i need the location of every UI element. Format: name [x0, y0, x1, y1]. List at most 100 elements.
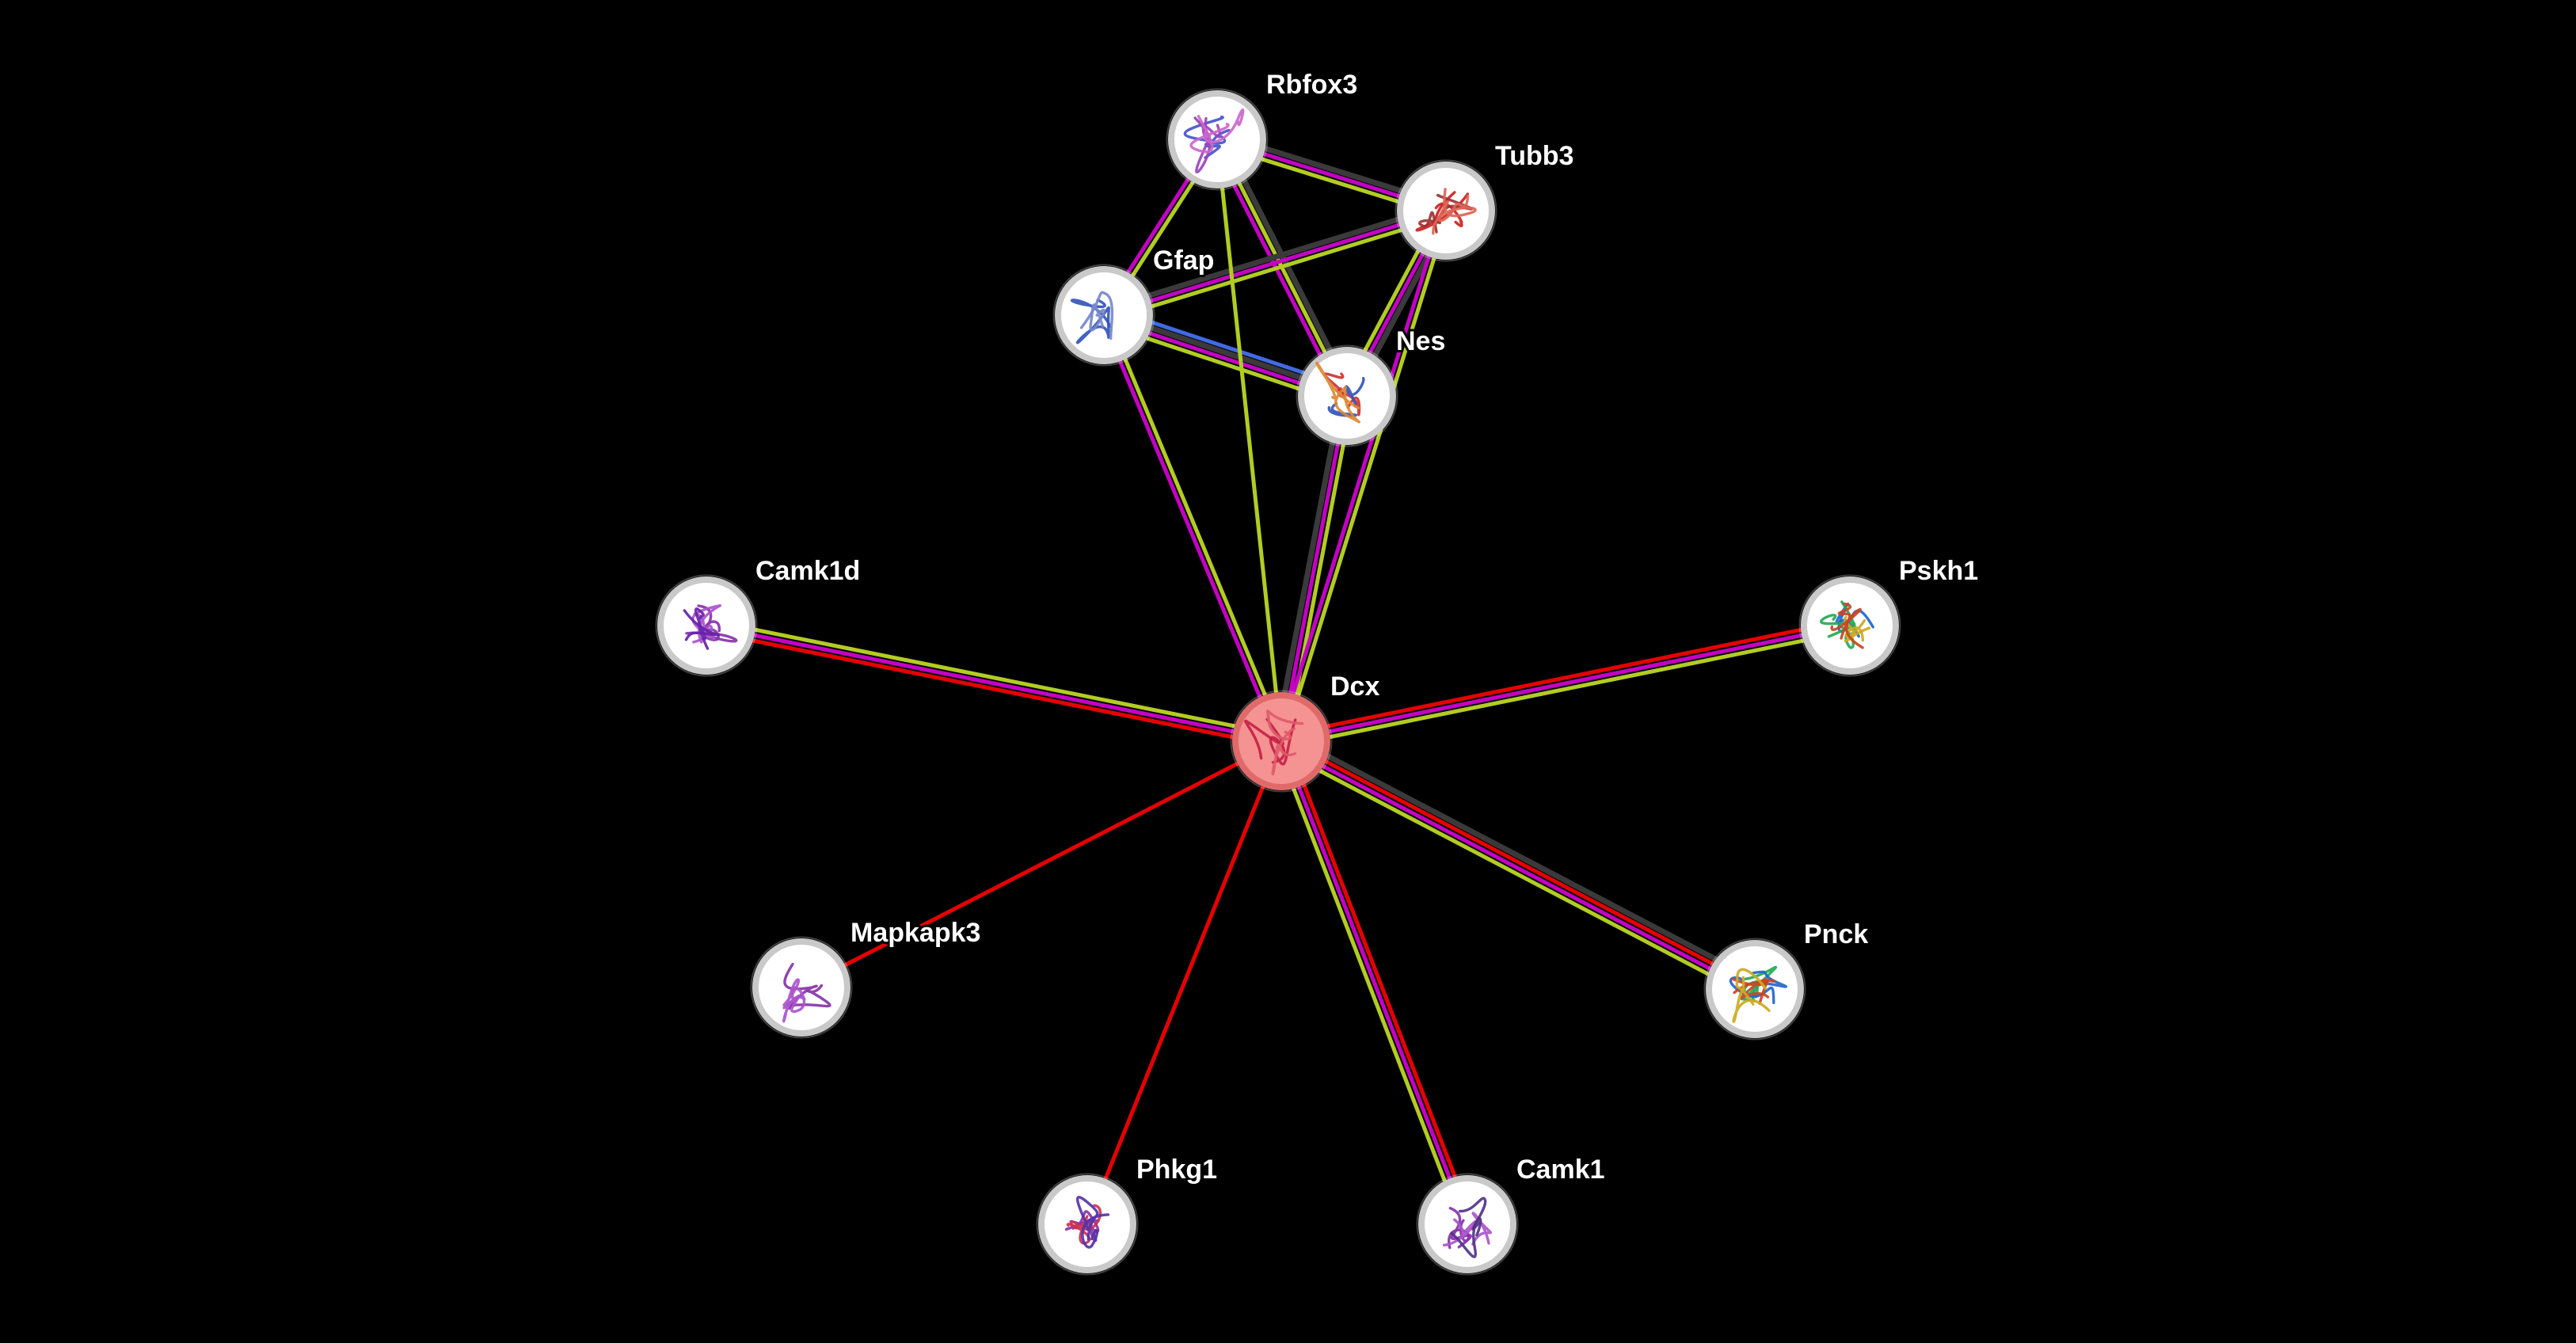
ribbon-stroke	[691, 604, 721, 644]
edge-Dcx-Camk1d[interactable]	[703, 618, 1284, 749]
ribbon-stroke	[1076, 1196, 1099, 1241]
ribbon-stroke	[1418, 211, 1442, 234]
edge-segment-experiments	[1102, 208, 1448, 318]
edge-Dcx-Camk1[interactable]	[1273, 736, 1475, 1229]
node-halo	[1036, 1173, 1139, 1276]
node-halo	[1395, 159, 1497, 262]
edge-segment-experiments	[1279, 623, 1852, 744]
ribbon-stroke	[1345, 377, 1365, 408]
node-label-Pnck: Pnck	[1804, 919, 1868, 949]
ribbon-stroke	[1327, 401, 1358, 417]
ribbon-stroke	[1844, 618, 1866, 642]
protein-structure-thumbnail	[1064, 1196, 1110, 1249]
ribbon-stroke	[1203, 108, 1245, 144]
node-label-Gfap: Gfap	[1153, 245, 1214, 276]
protein-structure-thumbnail	[1729, 965, 1787, 1023]
edge-segment-fusion	[1280, 736, 1759, 989]
protein-structure-thumbnail	[683, 604, 738, 650]
node-label-Nes: Nes	[1396, 326, 1445, 356]
edge-segment-experiments	[1279, 394, 1349, 744]
node-Camk1d[interactable]: Camk1d	[655, 554, 862, 677]
node-Camk1[interactable]: Camk1	[1416, 1152, 1608, 1276]
node-Gfap[interactable]: Gfap	[1052, 243, 1216, 367]
node-Tubb3[interactable]: Tubb3	[1395, 139, 1576, 262]
node-halo	[1703, 938, 1806, 1041]
edge-Dcx-Tubb3[interactable]	[1277, 207, 1451, 744]
node-label-Camk1d: Camk1d	[755, 556, 860, 586]
ribbon-stroke	[1450, 1217, 1482, 1258]
ribbon-stroke	[1752, 970, 1787, 988]
node-Pnck[interactable]: Pnck	[1703, 917, 1870, 1041]
edge-segment-coexpression	[1273, 392, 1345, 744]
ribbon-stroke	[694, 607, 710, 650]
ribbon-stroke	[790, 983, 831, 1008]
node-circle	[1418, 1175, 1516, 1273]
edge-segment-fusion	[1278, 618, 1851, 738]
edge-layer	[703, 131, 1853, 1229]
ribbon-stroke	[1432, 188, 1477, 235]
protein-structure-thumbnail	[1315, 361, 1365, 424]
node-halo	[1296, 344, 1398, 447]
ribbon-stroke	[1269, 718, 1297, 766]
node-halo	[1230, 690, 1333, 793]
node-Rbfox3[interactable]: Rbfox3	[1166, 67, 1360, 191]
ribbon-stroke	[1442, 1218, 1478, 1247]
ribbon-stroke	[1265, 710, 1304, 740]
ribbon-stroke	[1334, 386, 1360, 424]
edge-segment-fusion	[799, 739, 1284, 990]
protein-structure-thumbnail	[1442, 1197, 1492, 1258]
ribbon-stroke	[1075, 306, 1111, 344]
ribbon-stroke	[1089, 303, 1105, 332]
ribbon-stroke	[783, 962, 818, 1010]
edge-Dcx-Rbfox3[interactable]	[1215, 137, 1284, 744]
ribbon-stroke	[1315, 361, 1360, 409]
ribbon-stroke	[1271, 727, 1297, 776]
node-label-Pskh1: Pskh1	[1899, 556, 1978, 586]
edge-segment-coexpression	[1099, 202, 1448, 313]
ribbon-stroke	[1837, 602, 1864, 649]
edge-segment-textmining	[1273, 741, 1464, 1229]
node-label-Tubb3: Tubb3	[1495, 141, 1573, 171]
node-halo	[1798, 574, 1901, 677]
node-halo	[655, 574, 758, 677]
node-Nes[interactable]: Nes	[1296, 324, 1448, 447]
edge-segment-textmining	[1280, 629, 1853, 749]
ribbon-stroke	[1820, 614, 1856, 638]
edge-Dcx-Gfap[interactable]	[1099, 312, 1286, 744]
protein-structure-thumbnail	[1415, 188, 1477, 235]
edge-segment-experiments	[1279, 739, 1470, 1227]
node-halo	[1052, 264, 1155, 367]
node-Pskh1[interactable]: Pskh1	[1798, 554, 1981, 677]
node-halo	[1166, 88, 1269, 191]
node-label-Mapkapk3: Mapkapk3	[850, 918, 980, 948]
ribbon-stroke	[1830, 607, 1862, 640]
ribbon-stroke	[1438, 194, 1470, 223]
ribbon-stroke	[1081, 1213, 1110, 1249]
edge-segment-experiments	[1277, 207, 1446, 743]
edge-segment-experiments	[1277, 741, 1756, 994]
node-Dcx[interactable]: Dcx	[1230, 669, 1382, 793]
protein-structure-thumbnail	[1183, 108, 1245, 173]
node-label-Dcx: Dcx	[1330, 672, 1379, 702]
node-circle	[1168, 90, 1266, 188]
ribbon-stroke	[1731, 977, 1770, 999]
protein-structure-thumbnail	[1244, 710, 1304, 776]
edge-Dcx-Phkg1[interactable]	[1085, 739, 1284, 1227]
edge-segment-fusion	[1085, 739, 1284, 1227]
node-halo	[750, 936, 853, 1039]
edge-segment-experiments	[704, 623, 1284, 744]
edge-segment-textmining	[1215, 137, 1284, 744]
protein-structure-thumbnail	[782, 962, 831, 1023]
edge-Dcx-Mapkapk3[interactable]	[799, 739, 1284, 990]
edge-Gfap-Tubb3[interactable]	[1099, 202, 1450, 323]
edge-segment-experiments	[1099, 314, 1281, 744]
edge-Dcx-Pnck[interactable]	[1275, 731, 1762, 999]
edge-segment-textmining	[1281, 209, 1451, 744]
edge-Dcx-Pskh1[interactable]	[1278, 618, 1853, 749]
node-Phkg1[interactable]: Phkg1	[1036, 1152, 1220, 1276]
node-Mapkapk3[interactable]: Mapkapk3	[750, 915, 983, 1039]
ribbon-stroke	[1735, 968, 1767, 1006]
